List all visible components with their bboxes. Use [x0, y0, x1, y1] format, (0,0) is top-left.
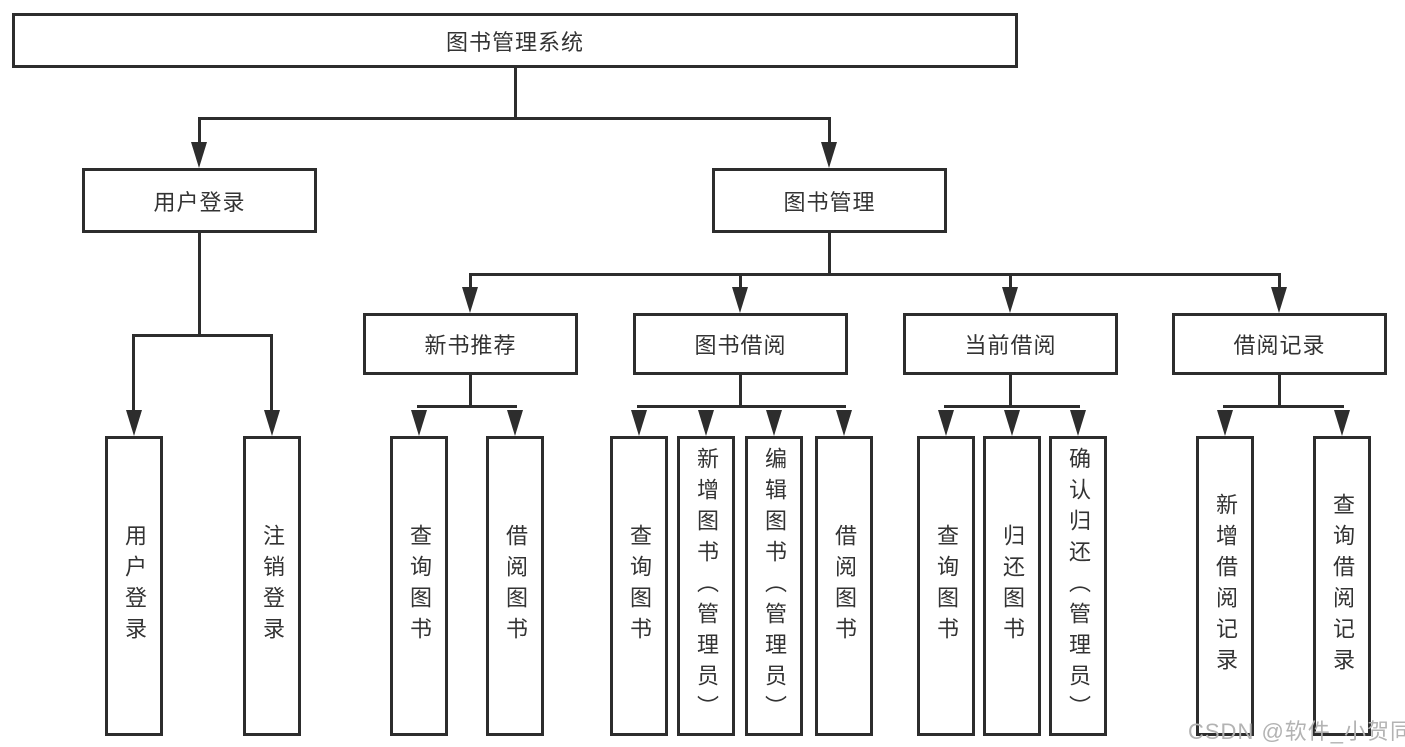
connector-root-split	[198, 117, 831, 120]
node-new-books: 新书推荐	[363, 313, 578, 375]
leaf-return-book: 归还图书	[983, 436, 1041, 736]
arrow-to-leaf-borrow1	[507, 410, 523, 436]
connector-drop-leaf-logout	[270, 334, 273, 412]
leaf-borrow-books-1-label: 借阅图书	[503, 524, 528, 648]
node-new-books-label: 新书推荐	[424, 333, 517, 358]
arrow-to-leaf-borrow2	[836, 410, 852, 436]
arrow-to-leaf-login	[126, 410, 142, 436]
connector-new-books-stem	[469, 375, 472, 408]
leaf-query-books-1: 查询图书	[390, 436, 448, 736]
connector-book-mgmt-split	[469, 273, 1281, 276]
node-borrow-records: 借阅记录	[1172, 313, 1387, 375]
leaf-edit-book: 编辑图书（管理员）	[745, 436, 803, 736]
connector-book-borrow-split	[637, 405, 846, 408]
arrow-to-leaf-return	[1004, 410, 1020, 436]
connector-current-borrow-stem	[1009, 375, 1012, 408]
leaf-logout-label: 注销登录	[260, 524, 285, 648]
connector-user-login-split	[132, 334, 273, 337]
connector-book-borrow-stem	[739, 375, 742, 408]
connector-drop-book-borrow	[739, 273, 742, 291]
leaf-query-borrow-record-label: 查询借阅记录	[1330, 493, 1355, 679]
node-current-borrow: 当前借阅	[903, 313, 1118, 375]
leaf-confirm-return-label: 确认归还（管理员）	[1066, 446, 1091, 726]
node-root: 图书管理系统	[12, 13, 1018, 68]
connector-drop-current-borrow	[1009, 273, 1012, 291]
arrow-to-borrow-records	[1271, 287, 1287, 313]
arrow-to-book-borrow	[732, 287, 748, 313]
leaf-query-books-1-label: 查询图书	[407, 524, 432, 648]
connector-root-stem	[514, 68, 517, 118]
connector-drop-user-login	[198, 117, 201, 145]
node-book-borrow: 图书借阅	[633, 313, 848, 375]
node-book-borrow-label: 图书借阅	[694, 333, 787, 358]
node-book-mgmt: 图书管理	[712, 168, 947, 233]
arrow-to-leaf-query3	[938, 410, 954, 436]
leaf-add-borrow-record: 新增借阅记录	[1196, 436, 1254, 736]
connector-user-login-stem	[198, 233, 201, 337]
arrow-to-leaf-query1	[411, 410, 427, 436]
leaf-borrow-books-2: 借阅图书	[815, 436, 873, 736]
leaf-add-borrow-record-label: 新增借阅记录	[1213, 493, 1238, 679]
arrow-to-new-books	[462, 287, 478, 313]
arrow-to-leaf-logout	[264, 410, 280, 436]
leaf-logout: 注销登录	[243, 436, 301, 736]
node-borrow-records-label: 借阅记录	[1233, 333, 1326, 358]
leaf-query-books-2: 查询图书	[610, 436, 668, 736]
arrow-to-leaf-edit-book	[766, 410, 782, 436]
leaf-add-book-label: 新增图书（管理员）	[694, 446, 719, 726]
arrow-to-leaf-add-book	[698, 410, 714, 436]
leaf-query-books-3-label: 查询图书	[934, 524, 959, 648]
leaf-return-book-label: 归还图书	[1000, 524, 1025, 648]
connector-drop-book-mgmt	[828, 117, 831, 145]
arrow-to-leaf-query2	[631, 410, 647, 436]
leaf-confirm-return: 确认归还（管理员）	[1049, 436, 1107, 736]
leaf-query-books-3: 查询图书	[917, 436, 975, 736]
node-user-login: 用户登录	[82, 168, 317, 233]
node-book-mgmt-label: 图书管理	[783, 189, 876, 215]
leaf-query-books-2-label: 查询图书	[627, 524, 652, 648]
leaf-user-login: 用户登录	[105, 436, 163, 736]
connector-book-mgmt-stem	[828, 233, 831, 276]
leaf-add-book: 新增图书（管理员）	[677, 436, 735, 736]
arrow-to-leaf-query-record	[1334, 410, 1350, 436]
connector-drop-borrow-records	[1278, 273, 1281, 291]
leaf-edit-book-label: 编辑图书（管理员）	[762, 446, 787, 726]
connector-current-borrow-split	[944, 405, 1080, 408]
leaf-borrow-books-1: 借阅图书	[486, 436, 544, 736]
arrow-to-user-login	[191, 142, 207, 168]
connector-borrow-records-stem	[1278, 375, 1281, 408]
arrow-to-book-mgmt	[821, 142, 837, 168]
csdn-watermark: CSDN @软件_小贺同学	[1188, 719, 1405, 744]
node-user-login-label: 用户登录	[153, 189, 246, 215]
arrow-to-current-borrow	[1002, 287, 1018, 313]
connector-drop-new-books	[469, 273, 472, 291]
node-current-borrow-label: 当前借阅	[964, 333, 1057, 358]
node-root-label: 图书管理系统	[445, 29, 584, 55]
connector-borrow-records-split	[1223, 405, 1344, 408]
leaf-user-login-label: 用户登录	[122, 524, 147, 648]
connector-new-books-split	[417, 405, 517, 408]
arrow-to-leaf-add-record	[1217, 410, 1233, 436]
leaf-borrow-books-2-label: 借阅图书	[832, 524, 857, 648]
leaf-query-borrow-record: 查询借阅记录	[1313, 436, 1371, 736]
connector-drop-leaf-login	[132, 334, 135, 412]
arrow-to-leaf-confirm-return	[1070, 410, 1086, 436]
